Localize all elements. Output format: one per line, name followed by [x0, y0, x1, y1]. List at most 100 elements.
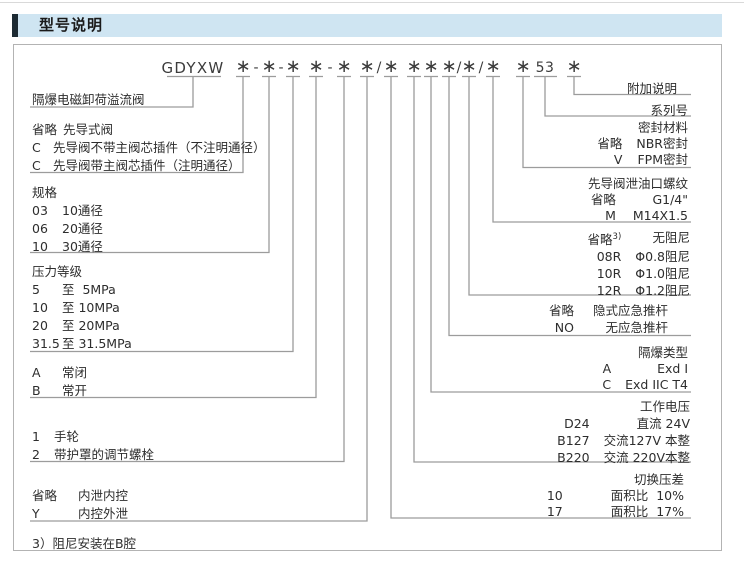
code-series-number: 53 — [535, 60, 555, 76]
legend-desc: 隐式应急推杆 — [592, 303, 668, 318]
legend-desc: M14X1.5 — [632, 208, 688, 223]
valve-type-label: 隔爆电磁卸荷溢流阀 — [32, 92, 145, 107]
group-switching-pressure-diff: 切换压差 10 面积比 10% 17 面积比 17% — [547, 472, 684, 520]
group-title: 切换压差 — [633, 472, 684, 487]
group-drain-port-thread: 先导阀泄油口螺纹 省略 G1/4" M M14X1.5 — [588, 176, 688, 224]
legend-code: M — [605, 208, 616, 223]
group-exproof-type: 隔爆类型 A Exd I C Exd IIC T4 — [602, 345, 688, 393]
code-star: ∗ — [285, 56, 301, 77]
legend-desc: NBR密封 — [636, 136, 688, 151]
legend-code: 17 — [546, 504, 563, 519]
group-series-number: 系列号 — [650, 103, 688, 119]
code-slash: / — [456, 60, 462, 76]
code-star: ∗ — [461, 56, 477, 77]
group-title: 规格 — [32, 185, 58, 200]
code-star: ∗ — [566, 56, 582, 77]
legend-desc: FPM密封 — [637, 152, 688, 167]
code-dash: - — [253, 60, 259, 76]
legend-code: A — [602, 361, 612, 376]
group-title: 隔爆类型 — [637, 345, 688, 360]
legend-code: 10 — [546, 488, 563, 503]
header-bar: 型号说明 — [12, 14, 722, 37]
code-star: ∗ — [485, 56, 501, 77]
code-star: ∗ — [235, 56, 251, 77]
legend-code: NO — [554, 320, 574, 335]
header-accent — [12, 14, 18, 37]
legend-desc: Φ1.2阻尼 — [635, 283, 690, 299]
code-dash: - — [278, 60, 284, 76]
legend-desc: Exd IIC T4 — [625, 377, 688, 392]
group-title: 工作电压 — [639, 399, 690, 414]
code-star: ∗ — [336, 56, 352, 77]
legend-code: 10R — [596, 266, 622, 282]
legend-code: C — [602, 377, 612, 392]
code-star: ∗ — [441, 56, 457, 77]
legend-desc: Exd I — [657, 361, 688, 376]
legend-desc: 交流127V 本整 — [603, 433, 690, 448]
legend-row: 省略先导式阀 — [32, 122, 114, 137]
legend-code: 省略3) — [587, 232, 622, 248]
legend-desc: Φ0.8阻尼 — [635, 249, 690, 265]
legend-desc: Φ1.0阻尼 — [635, 266, 690, 282]
code-star: ∗ — [359, 56, 375, 77]
code-slash: / — [376, 60, 382, 76]
group-title: 先导阀泄油口螺纹 — [587, 176, 688, 191]
legend-code: V — [613, 152, 623, 167]
group-valve-type: 隔爆电磁卸荷溢流阀 — [32, 91, 145, 109]
legend-code: D24 — [564, 416, 590, 431]
page-title: 型号说明 — [39, 16, 104, 34]
legend-desc: 面积比 10% — [610, 488, 684, 503]
legend-code: 12R — [596, 283, 622, 299]
legend-code: 08R — [596, 249, 622, 265]
group-title: 附加说明 — [626, 81, 677, 96]
legend-code: 省略 — [590, 192, 616, 207]
code-star: ∗ — [308, 56, 324, 77]
code-star: ∗ — [515, 56, 531, 77]
legend-code: 省略 — [597, 136, 623, 151]
legend-code: B220 — [557, 450, 590, 465]
legend-code: B127 — [557, 433, 590, 448]
code-star: ∗ — [383, 56, 399, 77]
code-slash: / — [478, 60, 484, 76]
group-additional-note: 附加说明 — [627, 81, 677, 97]
group-title: 系列号 — [650, 103, 688, 118]
code-star: ∗ — [261, 56, 277, 77]
page-top-rule — [0, 2, 744, 3]
footnote: 3）阻尼安装在B腔 — [32, 536, 137, 551]
group-title: 压力等级 — [32, 264, 83, 279]
group-seal-material: 密封材料 省略 NBR密封 V FPM密封 — [597, 120, 688, 168]
legend-desc: 直流 24V — [636, 416, 690, 431]
legend-desc: 面积比 17% — [610, 504, 684, 519]
code-star: ∗ — [423, 56, 439, 77]
code-star: ∗ — [406, 56, 422, 77]
legend-desc: G1/4" — [652, 192, 688, 207]
legend-desc: 无应急推杆 — [605, 320, 668, 335]
footnote-marker: 3) — [612, 232, 622, 242]
group-title: 密封材料 — [637, 120, 688, 135]
